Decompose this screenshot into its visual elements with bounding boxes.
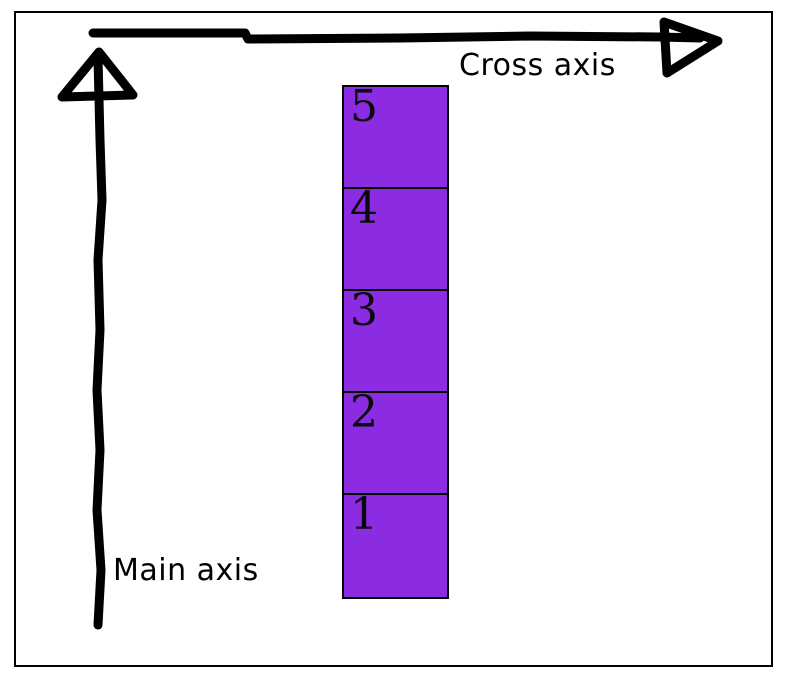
flex-item-label: 3 <box>350 285 378 336</box>
flex-item: 2 <box>344 387 447 495</box>
main-axis-label: Main axis <box>113 553 259 588</box>
figure-border <box>14 11 773 667</box>
flex-item-label: 5 <box>350 81 378 132</box>
flex-item-label: 4 <box>350 183 378 234</box>
cross-axis-arrow <box>88 17 723 78</box>
flex-item: 1 <box>344 489 447 597</box>
flex-item: 5 <box>344 81 447 189</box>
flex-item: 3 <box>344 285 447 393</box>
flex-item-label: 2 <box>350 387 378 438</box>
flex-item: 4 <box>344 183 447 291</box>
cross-axis-label: Cross axis <box>459 48 616 83</box>
flex-container: 5 4 3 2 1 <box>342 85 449 599</box>
main-axis-arrow <box>57 47 138 630</box>
flex-item-label: 1 <box>350 489 378 540</box>
